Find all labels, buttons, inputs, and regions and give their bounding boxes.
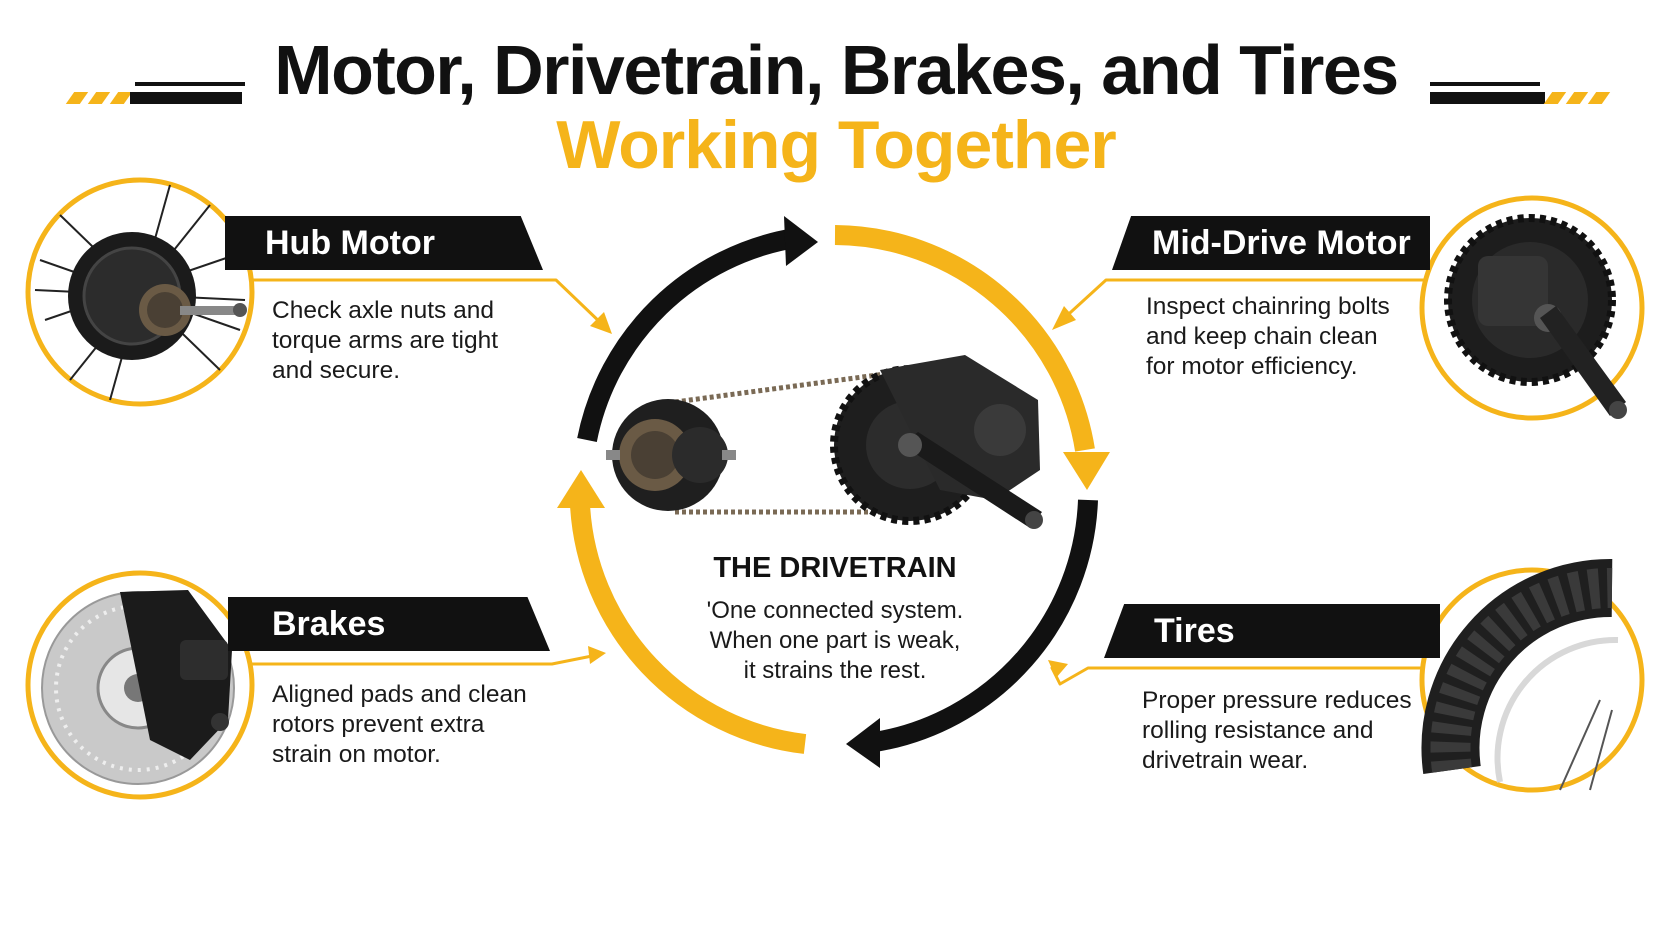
title-bar-right-line — [1430, 82, 1540, 86]
hub-motor-label: Hub Motor — [265, 224, 435, 262]
brake-caliper-icon — [25, 570, 255, 800]
connector-tires-head — [1048, 660, 1068, 678]
connector-tires — [1050, 666, 1442, 686]
connector-brakes-head — [588, 646, 606, 664]
cycle-arrowhead-bottom-right — [846, 718, 880, 768]
connector-mid-drive — [1058, 278, 1432, 324]
hub-motor-icon — [25, 177, 255, 407]
brakes-line-2: rotors prevent extra — [272, 711, 485, 738]
connectors — [248, 278, 1442, 686]
page-title: Motor, Drivetrain, Brakes, and Tires — [274, 31, 1399, 109]
brakes-description: Aligned pads and clean rotors prevent ex… — [272, 680, 527, 770]
tires-description: Proper pressure reduces rolling resistan… — [1142, 686, 1412, 776]
hub-motor-line-2: torque arms are tight — [272, 327, 499, 354]
cycle-arrow-top-right — [834, 225, 1095, 452]
page-subtitle: Working Together — [556, 107, 1116, 183]
title-bar-left-line — [135, 82, 245, 86]
mid-drive-motor-banner: Mid-Drive Motor — [1112, 216, 1430, 270]
connector-brakes — [250, 654, 594, 666]
cycle-arrow-top-left — [577, 228, 797, 442]
tires-banner: Tires — [1104, 604, 1440, 658]
connector-mid-drive-head — [1052, 306, 1076, 330]
tires-line-3: drivetrain wear. — [1142, 747, 1309, 774]
drivetrain-line-1: 'One connected system. — [706, 597, 964, 624]
mid-drive-motor-line-2: and keep chain clean — [1146, 323, 1378, 350]
brakes-line-3: strain on motor. — [272, 741, 441, 768]
brakes-banner: Brakes — [228, 597, 550, 651]
connector-hub-motor-head — [590, 312, 612, 334]
drivetrain-line-3: it strains the rest. — [743, 657, 927, 684]
tires-line-1: Proper pressure reduces — [1142, 687, 1412, 714]
brakes-label: Brakes — [272, 605, 386, 643]
mid-drive-motor-label: Mid-Drive Motor — [1152, 224, 1411, 262]
connector-hub-motor — [248, 278, 606, 328]
title-bar-right — [1430, 92, 1545, 104]
drivetrain-icon — [606, 355, 1043, 529]
tires-label: Tires — [1154, 612, 1235, 650]
cycle-arrowhead-bottom-left — [557, 470, 605, 508]
mid-drive-motor-description: Inspect chainring bolts and keep chain c… — [1146, 292, 1390, 382]
cycle-arrowhead-top-left — [784, 216, 818, 266]
mid-drive-motor-line-1: Inspect chainring bolts — [1146, 293, 1390, 320]
brakes-line-1: Aligned pads and clean — [272, 681, 527, 708]
hub-motor-line-3: and secure. — [272, 357, 401, 384]
drivetrain-line-2: When one part is weak, — [709, 627, 961, 654]
cycle-arrow-bottom-right — [873, 499, 1098, 752]
drivetrain-description: 'One connected system. When one part is … — [630, 596, 1040, 686]
mid-drive-motor-line-3: for motor efficiency. — [1146, 353, 1358, 380]
cycle-arrow-bottom-left — [570, 504, 807, 754]
hub-motor-line-1: Check axle nuts and — [272, 297, 494, 324]
tire-icon — [1419, 558, 1645, 793]
cycle-arrows — [557, 216, 1110, 768]
cycle-arrowhead-top-right — [1063, 452, 1110, 490]
mid-drive-motor-icon — [1419, 195, 1645, 421]
drivetrain-title: THE DRIVETRAIN — [713, 552, 957, 584]
title-bar-left — [130, 92, 242, 104]
hub-motor-banner: Hub Motor — [225, 216, 543, 270]
tires-line-2: rolling resistance and — [1142, 717, 1374, 744]
hub-motor-description: Check axle nuts and torque arms are tigh… — [272, 296, 498, 386]
